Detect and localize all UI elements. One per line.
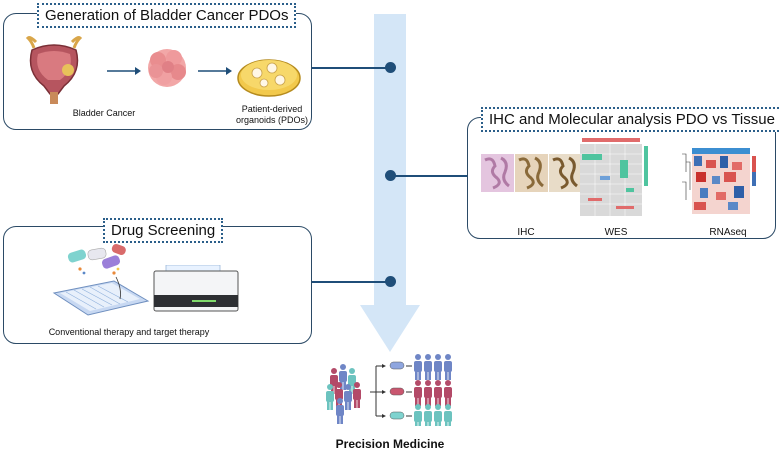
analysis-panel: IHC WES RNAseq [467,117,776,239]
well-plate-icon [52,243,150,316]
ihc-label: IHC [517,227,535,238]
teal-group-icon [414,404,452,426]
analysis-panel-title: IHC and Molecular analysis PDO vs Tissue [481,107,779,132]
bladder-icon [25,36,83,104]
plate-reader-icon [153,265,239,312]
screening-caption: Conventional therapy and target therapy [48,327,210,337]
precision-medicine-illustration [326,354,452,426]
mixed-patients-icon [326,364,361,424]
screening-panel: Conventional therapy and target therapy [3,226,312,344]
connector-dot-analysis [385,170,396,181]
generation-panel-title: Generation of Bladder Cancer PDOs [37,3,297,28]
organoid-label: Patient-derived organoids (PDOs) [222,104,322,126]
organoid-label-line2: organoids (PDOs) [235,115,309,125]
tumor-cells-icon [148,49,186,87]
generation-panel: Bladder Cancer Patient-derived organoids… [3,13,312,130]
bladder-cancer-label: Bladder Cancer [72,108,136,118]
ihc-image [481,154,582,192]
connector-dot-screening [385,276,396,287]
arrow-icon [107,67,141,75]
connector-analysis [390,175,467,177]
rnaseq-label: RNAseq [709,227,747,238]
rnaseq-heatmap [682,148,756,214]
wes-image [580,138,648,216]
red-group-icon [414,380,452,406]
connector-screening [312,281,390,283]
wes-label: WES [604,227,628,238]
connector-generation [312,67,390,69]
pill-icon [389,411,405,420]
connector-dot-generation [385,62,396,73]
pill-icon [389,387,405,396]
arrow-icon [198,67,232,75]
screening-panel-title: Drug Screening [103,218,224,243]
blue-group-icon [414,354,452,380]
organoid-dish-icon [237,59,301,97]
pill-icon [389,361,405,370]
precision-medicine-label: Precision Medicine [335,437,445,451]
organoid-label-line1: Patient-derived [241,104,303,114]
